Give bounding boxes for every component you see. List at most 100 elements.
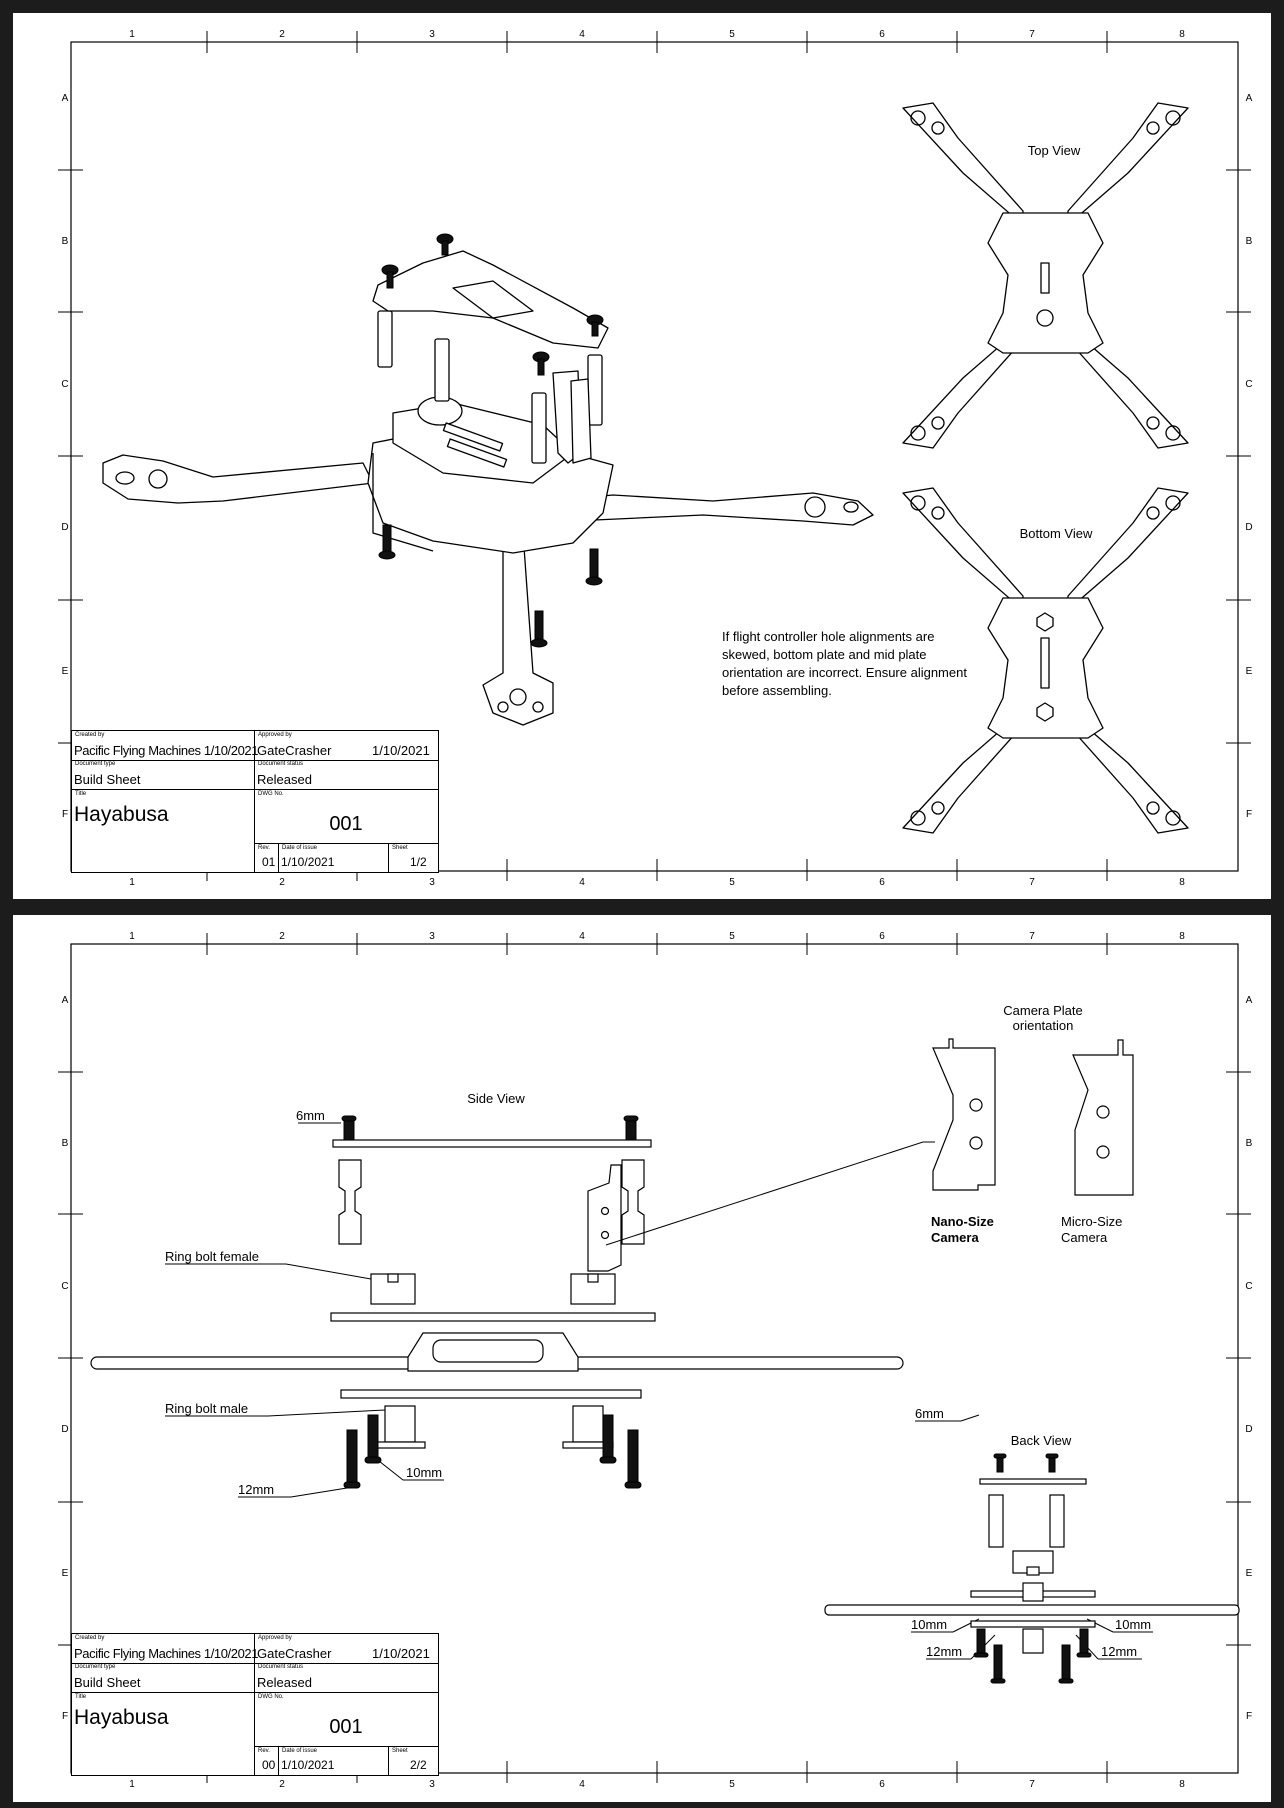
nano-camera-plate	[932, 1038, 996, 1191]
camera-plate-label-line: orientation	[1013, 1018, 1074, 1033]
zone-ticks	[58, 31, 1251, 881]
zone-col-label: 5	[729, 877, 735, 888]
back-screw-12mm-label: 12mm	[926, 1644, 962, 1659]
issue-date-value: 1/10/2021	[281, 855, 335, 869]
zone-row-label: A	[62, 93, 69, 104]
camera-plate-orientation	[932, 1038, 1134, 1196]
alignment-note-line: If flight controller hole alignments are	[722, 629, 934, 644]
title-block: Created by Pacific Flying Machines 1/10/…	[71, 1633, 439, 1776]
zone-col-label: 3	[429, 1779, 435, 1790]
title-block: Created by Pacific Flying Machines 1/10/…	[71, 730, 439, 873]
zone-col-label: 8	[1179, 931, 1185, 942]
back-screw-10mm-label: 10mm	[1115, 1617, 1151, 1632]
zone-col-label: 6	[879, 29, 885, 40]
zone-row-label: E	[62, 1568, 69, 1579]
zone-row-label: D	[61, 1424, 68, 1435]
ring-bolt-male-label: Ring bolt male	[165, 1401, 248, 1416]
zone-row-label: F	[62, 1711, 68, 1722]
doc-status-value: Released	[257, 772, 312, 787]
back-screw-6mm-label: 6mm	[915, 1406, 944, 1421]
side-view-label: Side View	[467, 1091, 525, 1106]
back-screw-12mm-label: 12mm	[1101, 1644, 1137, 1659]
issue-date-caption: Date of issue	[282, 1748, 318, 1754]
created-date: 1/10/2021	[203, 1646, 259, 1661]
nano-camera-label: Camera	[931, 1230, 979, 1245]
alignment-note: If flight controller hole alignments are…	[722, 629, 967, 698]
issue-date-value: 1/10/2021	[281, 1758, 335, 1772]
zone-col-label: 5	[729, 931, 735, 942]
zone-col-label: 1	[129, 931, 135, 942]
created-by-caption: Created by	[75, 732, 105, 738]
zone-col-label: 7	[1029, 931, 1035, 942]
micro-camera-label: Camera	[1061, 1230, 1108, 1245]
zone-col-label: 5	[729, 29, 735, 40]
top-view-frame	[902, 102, 1189, 449]
created-by-name: Pacific Flying Machines	[74, 1646, 201, 1661]
alignment-note-line: orientation are incorrect. Ensure alignm…	[722, 665, 967, 680]
zone-col-label: 2	[279, 877, 285, 888]
back-view-screws	[973, 1453, 1092, 1684]
zone-col-label: 4	[579, 877, 585, 888]
approved-date: 1/10/2021	[372, 1646, 430, 1661]
screw-10mm-label: 10mm	[406, 1465, 442, 1480]
screw-6mm-label: 6mm	[296, 1108, 325, 1123]
doc-status-caption: Document status	[258, 1664, 304, 1670]
zone-col-label: 6	[879, 1779, 885, 1790]
zone-row-label: F	[62, 809, 68, 820]
title-caption: Title	[75, 791, 87, 797]
doc-status-value: Released	[257, 1675, 312, 1690]
zone-col-label: 4	[579, 931, 585, 942]
doc-type-value: Build Sheet	[74, 772, 141, 787]
created-by-name: Pacific Flying Machines	[74, 743, 201, 758]
sheet-caption: Sheet	[392, 845, 408, 851]
zone-col-label: 1	[129, 877, 135, 888]
zone-col-label: 6	[879, 877, 885, 888]
zone-row-label: B	[62, 1138, 69, 1149]
zone-col-label: 5	[729, 1779, 735, 1790]
zone-row-label: D	[61, 522, 68, 533]
zone-row-label: A	[62, 995, 69, 1006]
approved-by-caption: Approved by	[258, 1635, 292, 1641]
approved-by-name: GateCrasher	[257, 1646, 332, 1661]
isometric-exploded-frame	[102, 250, 874, 726]
zone-row-label: C	[61, 1281, 68, 1292]
top-view-label: Top View	[1028, 143, 1081, 158]
dwg-no-caption: DWG No.	[258, 791, 284, 797]
doc-type-caption: Document type	[75, 1664, 116, 1670]
approved-by-name: GateCrasher	[257, 743, 332, 758]
zone-col-label: 6	[879, 931, 885, 942]
alignment-note-line: skewed, bottom plate and mid plate	[722, 647, 927, 662]
created-by-caption: Created by	[75, 1635, 105, 1641]
rev-value: 01	[262, 855, 276, 869]
zone-col-label: 2	[279, 29, 285, 40]
zone-row-label: E	[1246, 1568, 1253, 1579]
zone-row-label: C	[61, 379, 68, 390]
zone-col-label: 3	[429, 29, 435, 40]
zone-col-label: 1	[129, 1779, 135, 1790]
rev-value: 00	[262, 1758, 276, 1772]
doc-status-caption: Document status	[258, 761, 304, 767]
rev-caption: Rev.	[258, 845, 270, 851]
zone-col-label: 1	[129, 29, 135, 40]
zone-row-label: C	[1245, 379, 1252, 390]
created-by-value: Pacific Flying Machines 1/10/2021	[74, 1646, 258, 1661]
zone-col-label: 2	[279, 1779, 285, 1790]
sheet-value: 1/2	[410, 855, 427, 869]
leader-lines	[165, 1122, 1153, 1660]
sheet-value: 2/2	[410, 1758, 427, 1772]
zone-row-label: E	[1246, 666, 1253, 677]
zone-row-label: F	[1246, 1711, 1252, 1722]
dwg-no-value: 001	[329, 813, 363, 835]
back-view-label: Back View	[1011, 1433, 1072, 1448]
created-date: 1/10/2021	[203, 743, 259, 758]
screws	[378, 233, 604, 648]
micro-camera-label: Micro-Size	[1061, 1214, 1122, 1229]
camera-plate-label-line: Camera Plate	[1003, 1003, 1082, 1018]
zone-col-label: 7	[1029, 1779, 1035, 1790]
drawing-title: Hayabusa	[74, 803, 169, 826]
drawing-title: Hayabusa	[74, 1706, 169, 1729]
